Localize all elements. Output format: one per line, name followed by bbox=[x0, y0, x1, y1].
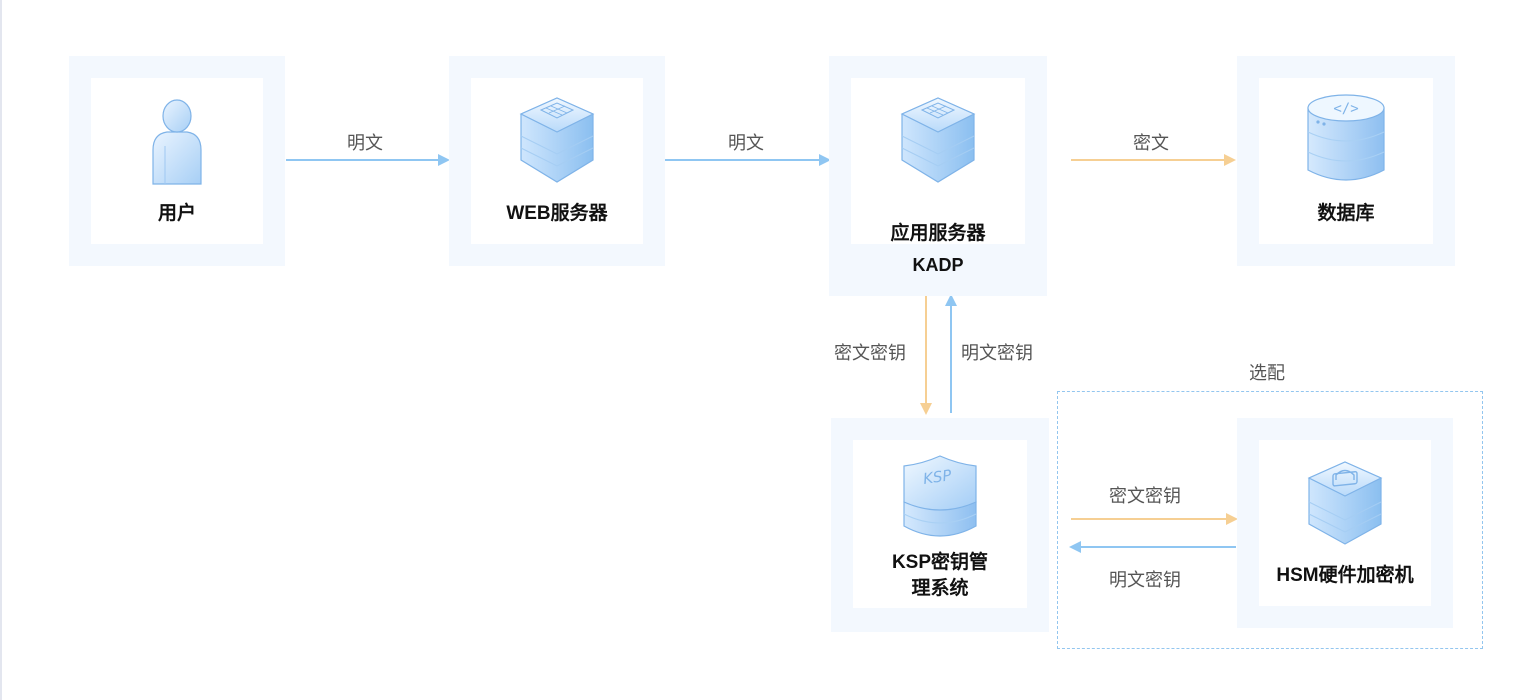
node-database-card: </> 数据库 bbox=[1259, 78, 1433, 244]
lock-box-icon bbox=[1307, 461, 1383, 545]
edge-label-app-to-ksp: 密文密钥 bbox=[834, 343, 906, 363]
node-user: 用户 bbox=[69, 56, 285, 266]
edge-label-ksp-to-app: 明文密钥 bbox=[961, 343, 1033, 363]
node-ksp-label: KSP密钥管理系统 bbox=[891, 552, 989, 599]
node-app-server-label: 应用服务器 bbox=[890, 223, 986, 244]
node-app-server-card: 应用服务器 bbox=[851, 78, 1025, 244]
optional-group-label: 选配 bbox=[1249, 363, 1285, 383]
node-ksp-card: KSP KSP密钥管理系统 bbox=[853, 440, 1027, 608]
user-icon bbox=[152, 99, 202, 185]
node-app-server-sublabel: KADP bbox=[912, 255, 964, 275]
node-user-label: 用户 bbox=[157, 203, 196, 224]
node-hsm: HSM硬件加密机 bbox=[1237, 418, 1453, 628]
node-web-server-card: WEB服务器 bbox=[471, 78, 643, 244]
node-hsm-card: HSM硬件加密机 bbox=[1259, 440, 1431, 606]
node-web-server: WEB服务器 bbox=[449, 56, 665, 266]
node-user-card: 用户 bbox=[91, 78, 263, 244]
node-web-server-label: WEB服务器 bbox=[506, 203, 608, 224]
server-icon bbox=[519, 97, 595, 183]
edge-label-app-to-db: 密文 bbox=[1133, 133, 1169, 153]
node-database-label: 数据库 bbox=[1317, 203, 1375, 224]
svg-text:</>: </> bbox=[1333, 101, 1358, 117]
edge-label-web-to-app: 明文 bbox=[728, 133, 764, 153]
database-code-icon: </> bbox=[1307, 94, 1385, 181]
edge-label-ksp-to-hsm: 密文密钥 bbox=[1109, 486, 1181, 506]
node-app-server: 应用服务器 KADP bbox=[829, 56, 1047, 296]
shield-icon: KSP bbox=[903, 455, 977, 537]
server-icon bbox=[900, 97, 976, 183]
node-database: </> 数据库 bbox=[1237, 56, 1455, 266]
optional-group-border bbox=[1057, 391, 1483, 649]
left-edge-line bbox=[0, 0, 2, 700]
edge-label-hsm-to-ksp: 明文密钥 bbox=[1109, 570, 1181, 590]
node-hsm-label: HSM硬件加密机 bbox=[1276, 565, 1414, 586]
shield-icon-text: KSP bbox=[922, 466, 954, 488]
edge-label-user-to-web: 明文 bbox=[347, 133, 383, 153]
node-ksp: KSP KSP密钥管理系统 bbox=[831, 418, 1049, 632]
